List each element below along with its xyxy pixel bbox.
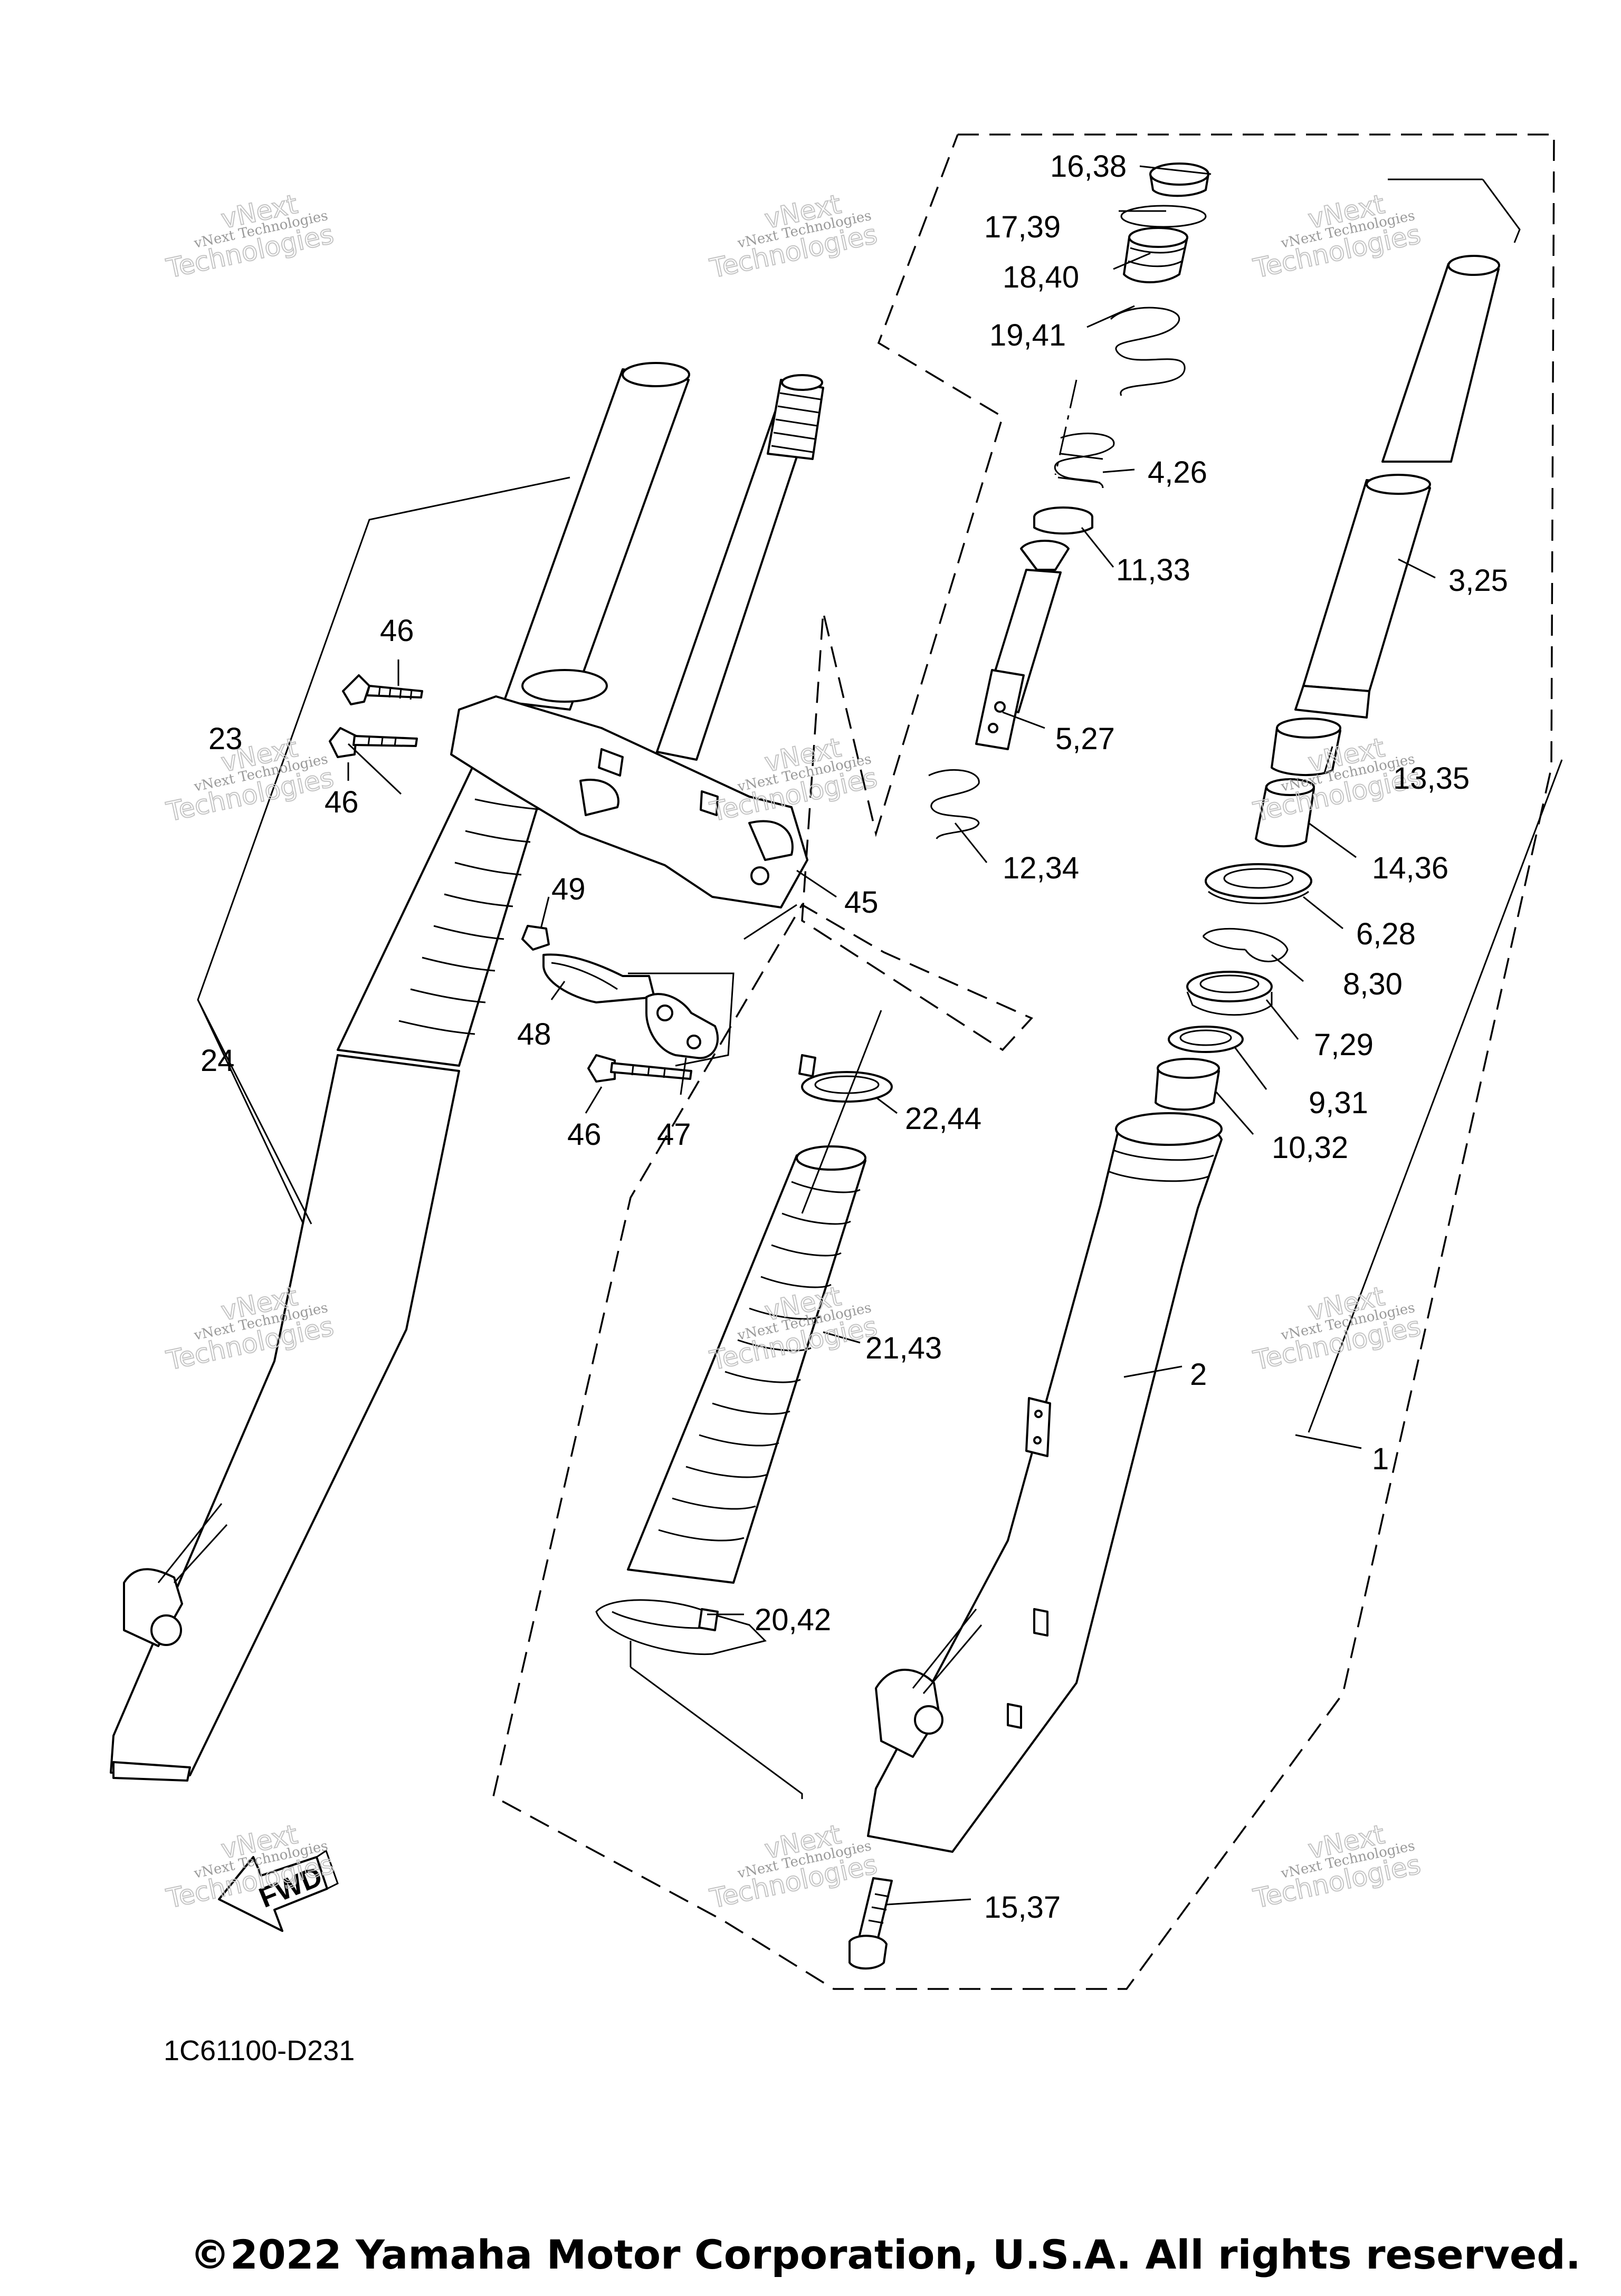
nut-11-33 — [1033, 506, 1093, 535]
callout-46-lower: 46 — [567, 1117, 602, 1152]
seal-7-29 — [1186, 971, 1273, 1016]
bush-13-35 — [1271, 718, 1341, 777]
callout-49: 49 — [551, 872, 586, 906]
clip-8-30 — [1202, 927, 1289, 962]
callout-10-32: 10,32 — [1272, 1131, 1348, 1165]
damper-rod-5-27 — [975, 540, 1070, 750]
spring-4-26 — [1054, 433, 1115, 489]
diagram-code: 1C61100-D231 — [164, 2035, 355, 2067]
outer-tube-3-25 — [1294, 255, 1500, 719]
callout-24: 24 — [201, 1044, 235, 1078]
left-fork-assembly — [110, 362, 690, 1782]
callout-47: 47 — [657, 1117, 691, 1152]
inner-parts-group-outline — [492, 133, 1555, 1990]
bolt-46-upper — [342, 674, 423, 705]
fork-outer-body-2 — [867, 1112, 1223, 1853]
callout-46-middle: 46 — [325, 785, 359, 819]
callout-15-37: 15,37 — [984, 1890, 1061, 1925]
callout-5-27: 5,27 — [1055, 722, 1115, 756]
callout-3-25: 3,25 — [1448, 563, 1508, 598]
callout-23: 23 — [208, 722, 243, 756]
steering-stem — [656, 374, 824, 761]
callout-11-33: 11,33 — [1116, 553, 1190, 587]
bolt-15-37 — [848, 1877, 893, 1970]
callout-12-34: 12,34 — [1003, 851, 1079, 885]
callout-16-38: 16,38 — [1050, 149, 1127, 184]
bush-10-32 — [1155, 1058, 1220, 1111]
callout-7-29: 7,29 — [1314, 1028, 1374, 1062]
callout-18-40: 18,40 — [1003, 260, 1079, 294]
bolt-46-middle — [329, 727, 418, 758]
spring-19-41 — [1110, 307, 1186, 396]
washer-9-31 — [1168, 1026, 1244, 1053]
callout-13-35: 13,35 — [1393, 761, 1470, 796]
spring-12-34 — [928, 769, 980, 839]
callout-8-30: 8,30 — [1343, 967, 1403, 1001]
callout-9-31: 9,31 — [1309, 1086, 1368, 1120]
band-20-42 — [595, 1599, 767, 1656]
callout-19-41: 19,41 — [989, 318, 1066, 352]
plate-47 — [645, 993, 719, 1059]
callout-6-28: 6,28 — [1356, 917, 1416, 951]
callout-4-26: 4,26 — [1148, 455, 1207, 490]
callout-2: 2 — [1190, 1357, 1207, 1392]
leader-lines — [197, 165, 1563, 1906]
spring-dashdot-link — [1054, 379, 1078, 475]
spring-seat-18-40 — [1123, 227, 1188, 283]
callout-45: 45 — [844, 885, 879, 920]
callout-48: 48 — [517, 1017, 551, 1051]
bush-14-36 — [1255, 778, 1315, 847]
fork-boot-21-43 — [627, 1145, 866, 1584]
hose-clamp-48 — [542, 953, 655, 1003]
callout-20-42: 20,42 — [755, 1603, 831, 1637]
seal-6-28 — [1205, 863, 1312, 904]
circlip-17-39 — [1120, 205, 1207, 228]
callout-22-44: 22,44 — [905, 1102, 981, 1136]
callout-17-39: 17,39 — [984, 210, 1061, 244]
nut-49 — [521, 925, 550, 951]
callout-labels: 16,38 17,39 18,40 19,41 4,26 11,33 3,25 … — [201, 149, 1508, 1925]
callout-14-36: 14,36 — [1372, 851, 1448, 885]
under-bracket — [450, 669, 808, 908]
band-22-44 — [798, 1054, 893, 1103]
callout-46-upper: 46 — [380, 614, 414, 648]
copyright-notice: ©2022 Yamaha Motor Corporation, U.S.A. A… — [190, 2231, 1581, 2278]
callout-1: 1 — [1372, 1442, 1389, 1476]
callout-21-43: 21,43 — [865, 1331, 942, 1365]
bolt-46-lower — [587, 1054, 692, 1083]
